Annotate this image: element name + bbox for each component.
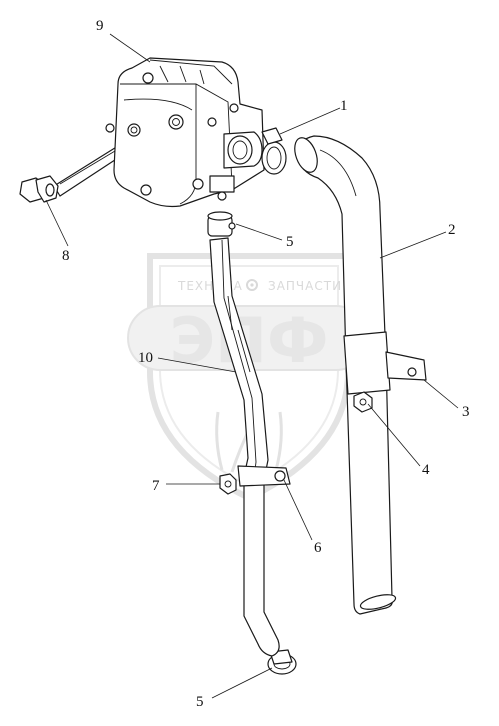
watermark-text-right: ЗАПЧАСТИ (268, 279, 342, 293)
callout-8: 8 (62, 248, 70, 264)
callout-7: 7 (152, 478, 160, 494)
gear-icon (246, 279, 258, 291)
bolt-7 (219, 473, 237, 495)
leader-lines (45, 33, 459, 699)
callout-2: 2 (448, 222, 456, 238)
hose-clamp-top (207, 211, 236, 237)
hose-bracket-clip (237, 465, 291, 487)
large-breather-pipe (294, 135, 427, 615)
callout-4: 4 (422, 462, 430, 478)
callout-labels: 9 1 2 3 4 5 5 6 7 8 10 (62, 18, 470, 710)
callout-5-bottom: 5 (196, 694, 204, 710)
callout-9: 9 (96, 18, 104, 34)
thin-breather-hose (209, 237, 280, 657)
long-bolt (19, 145, 125, 203)
callout-5-top: 5 (286, 234, 294, 250)
breather-housing (105, 57, 265, 208)
nut-4 (353, 391, 373, 413)
callout-3: 3 (462, 404, 470, 420)
callout-6: 6 (314, 540, 322, 556)
callout-1: 1 (340, 98, 348, 114)
watermark-text-left: ТЕХНИКА (177, 279, 243, 293)
callout-10: 10 (138, 350, 153, 366)
hose-clamp-upper (261, 127, 287, 175)
